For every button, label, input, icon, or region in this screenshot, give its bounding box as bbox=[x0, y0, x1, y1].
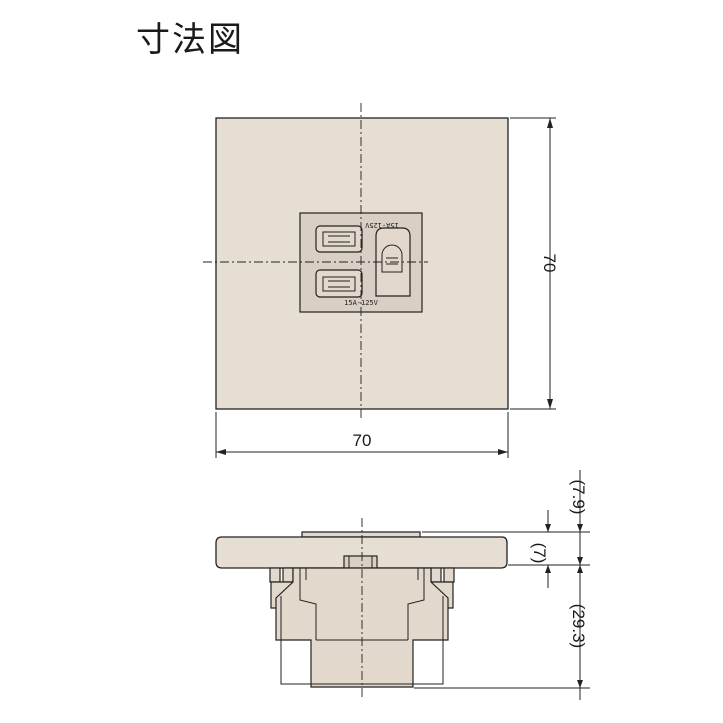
top-cap bbox=[301, 531, 421, 538]
width-dimension: 70 bbox=[215, 412, 509, 458]
page-title: 寸法図 bbox=[136, 20, 244, 60]
width-label: 70 bbox=[353, 431, 372, 450]
height-dimension: 70 bbox=[510, 117, 559, 410]
lower-slot bbox=[315, 269, 363, 298]
side-plate bbox=[215, 536, 508, 569]
side-view: (7.9) (7) (29.3) bbox=[215, 470, 590, 700]
front-view: 15A-125V 15A-125V 70 70 bbox=[203, 103, 559, 458]
rating-text-top: 15A-125V bbox=[364, 221, 399, 229]
dim-top-label: (7.9) bbox=[569, 480, 588, 515]
dim-mid-label: (7) bbox=[530, 543, 549, 564]
upper-slot bbox=[315, 225, 363, 253]
side-dimensions: (7.9) (7) (29.3) bbox=[414, 470, 590, 700]
dim-bottom-label: (29.3) bbox=[569, 604, 588, 648]
height-label: 70 bbox=[540, 254, 559, 273]
